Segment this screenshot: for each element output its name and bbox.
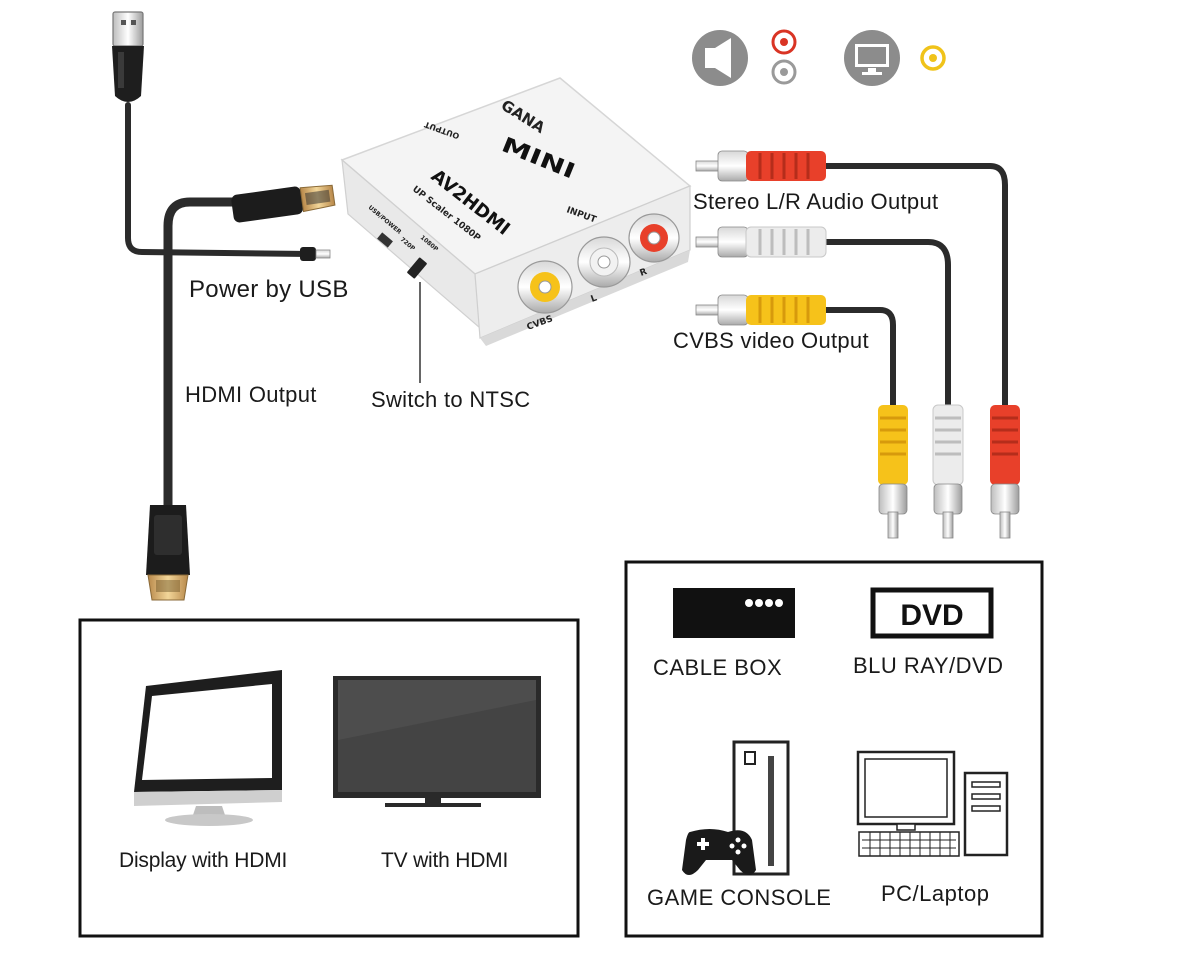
micro-usb-plug (300, 247, 331, 261)
rca-plug-white-h (695, 226, 827, 258)
tv-icon (333, 676, 541, 807)
switch-to-ntsc-label: Switch to NTSC (371, 387, 531, 412)
hdmi-plug-top (231, 184, 336, 223)
pc-laptop-label: PC/Laptop (881, 881, 990, 906)
display-hdmi-label: Display with HDMI (119, 849, 288, 872)
game-console-label: GAME CONSOLE (647, 885, 832, 910)
dvd-player-icon: DVD (870, 587, 994, 639)
hdmi-cable (163, 197, 243, 510)
cvbs-jack (517, 260, 573, 314)
rca-plug-yellow-v (878, 405, 908, 539)
audio-rca-icon (771, 29, 797, 85)
rca-plug-yellow-h (695, 294, 826, 326)
usb-plug (112, 11, 144, 102)
game-console-icon (682, 740, 790, 876)
hdmi-plug-bottom (146, 505, 190, 601)
rca-plug-red-v (990, 405, 1020, 539)
adapter-jack-l: L (590, 293, 599, 304)
stereo-output-label: Stereo L/R Audio Output (693, 189, 939, 214)
tv-hdmi-label: TV with HDMI (381, 849, 509, 872)
r-audio-jack (628, 213, 680, 263)
av2hdmi-adapter: GANA OUTPUT MINI AV2HDMI UP Scaler 1080P… (340, 77, 692, 346)
usb-power-port (377, 232, 393, 248)
usb-power-cable (125, 102, 313, 257)
white-rca-cable (822, 239, 951, 413)
pc-icon (856, 750, 1009, 857)
ntsc-switch[interactable] (407, 257, 428, 279)
rca-plug-white-v (932, 404, 964, 539)
cvbs-output-label: CVBS video Output (673, 328, 869, 353)
l-audio-jack (577, 236, 631, 288)
video-rca-icon (920, 45, 946, 71)
dvd-badge: DVD (900, 599, 963, 632)
display-icon (844, 30, 900, 86)
blu-ray-dvd-label: BLU RAY/DVD (853, 653, 1004, 678)
adapter-jack-r: R (639, 267, 649, 279)
power-by-usb-label: Power by USB (189, 276, 349, 303)
yellow-rca-cable (822, 307, 896, 413)
hdmi-output-label: HDMI Output (185, 382, 317, 407)
cable-box-label: CABLE BOX (653, 655, 783, 680)
monitor-icon (134, 670, 282, 826)
speaker-icon (692, 30, 748, 86)
cable-box-icon (673, 588, 795, 638)
rca-plug-red-h (695, 150, 826, 182)
cables (125, 102, 1008, 510)
red-rca-cable (822, 163, 1008, 413)
